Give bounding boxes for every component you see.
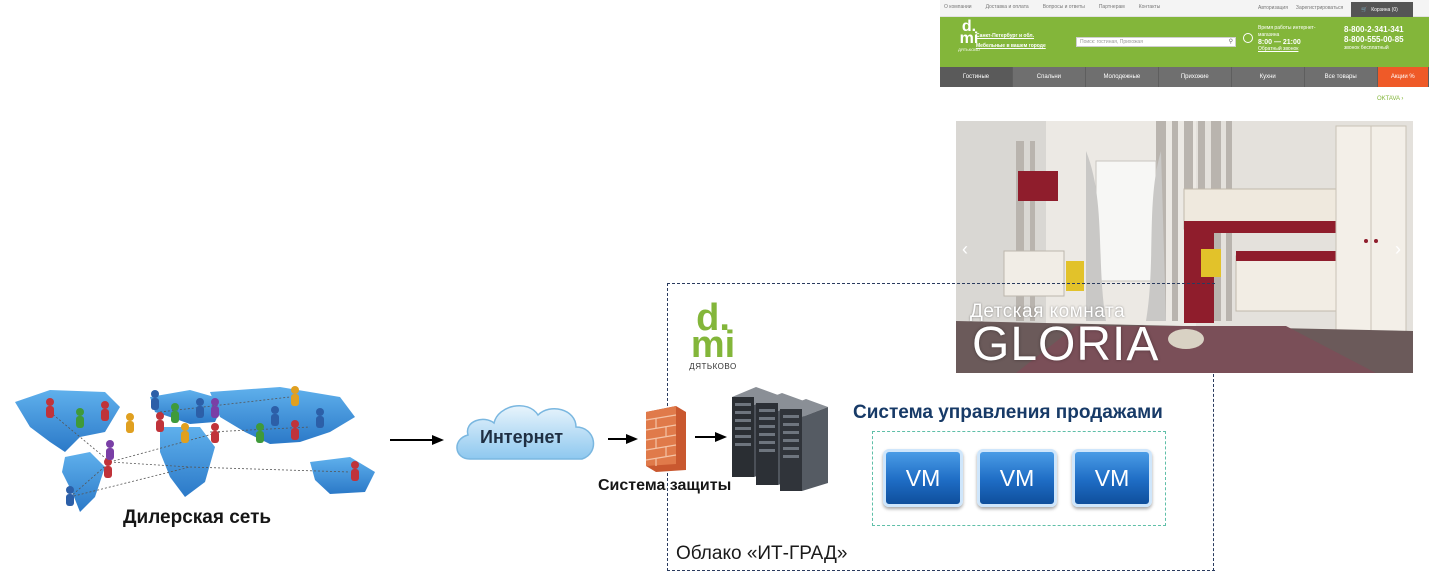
- city-name[interactable]: Санкт-Петербург и обл.: [976, 33, 1034, 39]
- site-account-links: Авторизация Зарегистрироваться: [1258, 5, 1343, 11]
- cloud-label: Облако «ИТ-ГРАД»: [676, 543, 848, 564]
- security-system-label: Система защиты: [598, 477, 732, 494]
- internet-label: Интернет: [480, 427, 564, 447]
- logo-text: ДЯТЬКОВО: [689, 362, 737, 371]
- arrow-right-icon: [608, 434, 638, 444]
- login-link[interactable]: Авторизация: [1258, 5, 1288, 11]
- category-hallways[interactable]: Прихожие: [1159, 67, 1232, 87]
- arrow-right-icon: [390, 435, 444, 445]
- city-selector[interactable]: Санкт-Петербург и обл. Мебельные в вашем…: [976, 31, 1046, 51]
- top-nav-item[interactable]: О компании: [944, 4, 972, 10]
- category-living-rooms[interactable]: Гостиные: [940, 67, 1013, 87]
- clock-icon: [1243, 33, 1253, 43]
- firewall-icon: [645, 406, 686, 472]
- top-nav-item[interactable]: Контакты: [1138, 4, 1161, 10]
- work-hours: Время работы интернет-магазина 8:00 — 21…: [1258, 25, 1318, 53]
- dealer-network-label: Дилерская сеть: [123, 507, 272, 528]
- site-search-input[interactable]: Поиск: гостиная, Прихожая ⚲: [1076, 37, 1236, 47]
- arrow-right-icon: [695, 432, 727, 442]
- logo-glyph-mi: mi: [690, 324, 736, 366]
- server-rack-icon: [732, 387, 828, 491]
- dealer-links: [49, 396, 351, 498]
- category-nav: Гостиные Спальни Молодежные Прихожие Кух…: [940, 67, 1429, 87]
- search-placeholder: Поиск: гостиная, Прихожая: [1080, 39, 1143, 45]
- callback-link[interactable]: Обратный звонок: [1258, 46, 1299, 52]
- phone-note: звонок бесплатный: [1344, 45, 1389, 51]
- register-link[interactable]: Зарегистрироваться: [1295, 5, 1344, 11]
- cart-button[interactable]: 🛒 Корзина (0): [1351, 2, 1413, 18]
- cloud-boundary-right-edge: [1213, 374, 1215, 571]
- work-hours-label: Время работы интернет-магазина: [1258, 25, 1316, 38]
- work-hours-value: 8:00 — 21:00: [1258, 39, 1301, 46]
- category-kitchens[interactable]: Кухни: [1232, 67, 1305, 87]
- banner-room-illustration: [956, 121, 1413, 373]
- cart-label: Корзина (0): [1371, 7, 1398, 13]
- category-sale[interactable]: Акции %: [1377, 67, 1429, 87]
- dealer-world-map: [15, 386, 375, 512]
- stores-link[interactable]: Мебельные в вашем городе: [976, 43, 1046, 49]
- cart-icon: 🛒: [1361, 7, 1368, 13]
- collection-link-label: OKTAVA: [1377, 96, 1400, 102]
- category-youth[interactable]: Молодежные: [1086, 67, 1159, 87]
- banner-subtitle: Детская комната: [970, 301, 1126, 322]
- vm-group: VM VM VM: [872, 431, 1166, 526]
- site-top-bar: О компании Доставка и оплата Вопросы и о…: [940, 0, 1429, 18]
- vm-tile: VM: [1072, 449, 1152, 507]
- top-nav-item[interactable]: Доставка и оплата: [985, 4, 1029, 10]
- phone-2[interactable]: 8-800-555-00-85: [1344, 35, 1404, 44]
- website-screenshot: О компании Доставка и оплата Вопросы и о…: [940, 0, 1429, 380]
- category-all-products[interactable]: Все товары: [1305, 67, 1378, 87]
- phone-numbers: 8-800-2-341-341 8-800-555-00-85 звонок б…: [1344, 25, 1404, 52]
- phone-1[interactable]: 8-800-2-341-341: [1344, 25, 1404, 34]
- sales-system-label: Система управления продажами: [853, 402, 1163, 423]
- chevron-right-icon[interactable]: ›: [1395, 239, 1401, 259]
- site-logo-text: ДЯТЬКОВО: [958, 47, 980, 52]
- category-bedrooms[interactable]: Спальни: [1013, 67, 1086, 87]
- chevron-left-icon[interactable]: ‹: [962, 239, 968, 259]
- site-top-nav: О компании Доставка и оплата Вопросы и о…: [944, 4, 1160, 10]
- vm-tile: VM: [883, 449, 963, 507]
- dyatkovo-logo: d. mi ДЯТЬКОВО: [683, 297, 743, 376]
- top-nav-item[interactable]: Партнерам: [1098, 4, 1125, 10]
- top-nav-item[interactable]: Вопросы и ответы: [1042, 4, 1085, 10]
- vm-tile: VM: [977, 449, 1057, 507]
- search-icon[interactable]: ⚲: [1228, 39, 1233, 45]
- hero-banner[interactable]: Детская комната GLORIA ‹ ›: [956, 121, 1413, 373]
- collection-link[interactable]: OKTAVA ›: [1377, 96, 1403, 102]
- chevron-right-icon: ›: [1401, 96, 1404, 102]
- banner-title: GLORIA: [972, 318, 1160, 371]
- internet-cloud-icon: [456, 405, 595, 460]
- dealer-people-icons: [46, 386, 359, 506]
- logo-glyph-d: d.: [696, 297, 730, 339]
